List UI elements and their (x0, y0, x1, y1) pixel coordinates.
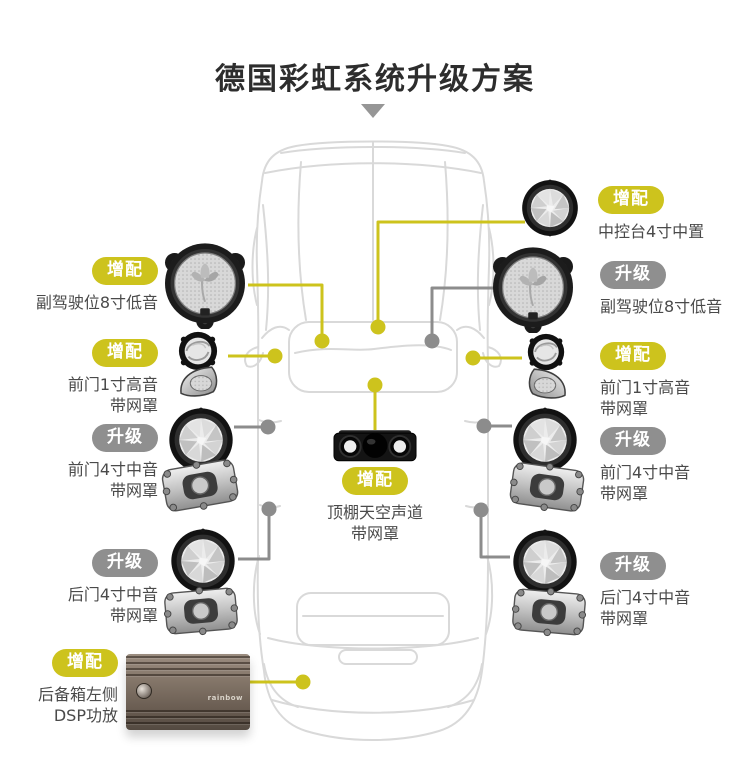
callout-label: 带网罩 (109, 396, 158, 416)
mesh-frame-rear-left (161, 583, 241, 639)
badge-upgrade: 升级 (600, 261, 666, 289)
callout-label: 副驾驶位8寸低音 (600, 297, 723, 316)
callout-rear-mid-left: 升级 后门4寸中音带网罩 (68, 549, 158, 626)
callout-label: 带网罩 (600, 399, 649, 419)
callout-label: 后门4寸中音 (67, 585, 158, 604)
callout-label: 中控台4寸中置 (598, 222, 705, 241)
callout-label: DSP功放 (53, 706, 118, 726)
callout-label: 顶棚天空声道 (326, 503, 424, 522)
callout-trunk-dsp: 增配 后备箱左侧 DSP功放 (38, 649, 118, 726)
badge-upgrade: 升级 (92, 549, 158, 577)
page-title: 德国彩虹系统升级方案 (215, 62, 535, 97)
badge-add: 增配 (92, 339, 158, 367)
amp-brand-logo: rainbow (207, 694, 243, 702)
callout-label: 带网罩 (600, 484, 649, 504)
down-arrow-icon (361, 104, 385, 118)
callout-front-passenger-right: 升级 副驾驶位8寸低音 (600, 261, 722, 317)
callout-label: 带网罩 (109, 481, 158, 501)
callout-front-passenger-left: 增配 副驾驶位8寸低音 (36, 257, 158, 313)
callout-label: 前门4寸中音 (600, 463, 691, 482)
badge-add: 增配 (52, 649, 118, 677)
mesh-frame-front-left (158, 454, 242, 517)
speaker-front-mid-left (169, 407, 233, 473)
callout-front-mid-left: 升级 前门4寸中音带网罩 (68, 424, 158, 501)
callout-label: 后门4寸中音 (600, 588, 691, 607)
callout-front-tweeter-left: 增配 前门1寸高音带网罩 (68, 339, 158, 416)
callout-label: 带网罩 (109, 606, 158, 626)
car-top-view-outline (244, 140, 502, 741)
speaker-rear-mid-right (513, 529, 577, 595)
callout-label: 前门4寸中音 (67, 460, 158, 479)
badge-upgrade: 升级 (600, 552, 666, 580)
speaker-1in-tweeter-right (526, 332, 566, 372)
dsp-amplifier: rainbow (126, 654, 250, 730)
tweeter-mesh-cover-left (180, 366, 218, 397)
speaker-front-mid-right (513, 407, 577, 473)
amp-knob (136, 683, 152, 699)
badge-add: 增配 (92, 257, 158, 285)
callout-roof-sky-channel: 增配 顶棚天空声道带网罩 (327, 467, 423, 544)
tweeter-mesh-cover-right (528, 368, 566, 399)
speaker-8in-woofer-right (492, 246, 574, 333)
connector-lines (228, 220, 525, 684)
mesh-frame-rear-right (509, 584, 589, 640)
speaker-center-console-4in (522, 179, 578, 237)
badge-upgrade: 升级 (92, 424, 158, 452)
callout-label: 带网罩 (600, 609, 649, 629)
roof-sky-channel-speaker (333, 429, 417, 462)
badge-add: 增配 (598, 186, 664, 214)
callout-rear-mid-right: 升级 后门4寸中音带网罩 (600, 552, 690, 629)
callout-front-mid-right: 升级 前门4寸中音带网罩 (600, 427, 690, 504)
badge-upgrade: 升级 (600, 427, 666, 455)
callout-label: 前门1寸高音 (600, 378, 691, 397)
badge-add: 增配 (600, 342, 666, 370)
speaker-8in-woofer-left (164, 242, 246, 329)
callout-label: 前门1寸高音 (67, 375, 158, 394)
callout-label: 带网罩 (350, 524, 400, 544)
callout-front-tweeter-right: 增配 前门1寸高音带网罩 (600, 342, 690, 419)
callout-label: 后备箱左侧 (37, 685, 118, 704)
speaker-rear-mid-left (171, 528, 235, 594)
mesh-frame-front-right (506, 457, 588, 517)
callout-label: 副驾驶位8寸低音 (35, 293, 158, 312)
speaker-1in-tweeter-left (177, 330, 219, 372)
badge-add: 增配 (341, 467, 408, 495)
callout-center-console: 增配 中控台4寸中置 (598, 186, 704, 242)
